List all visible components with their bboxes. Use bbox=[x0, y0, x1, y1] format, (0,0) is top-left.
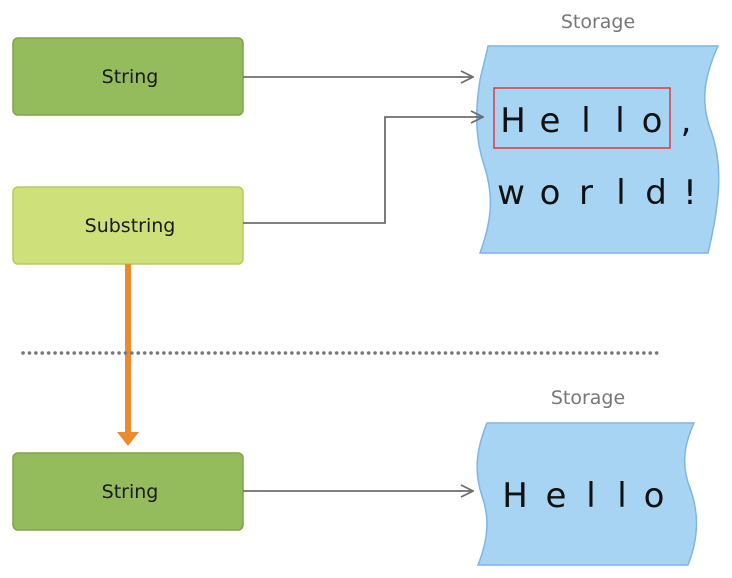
storage-char: e bbox=[540, 101, 561, 141]
bottom-string-label: String bbox=[102, 481, 159, 503]
substring-range-highlight bbox=[493, 87, 671, 149]
bottom-storage-label: Storage bbox=[551, 387, 625, 409]
top-string-label: String bbox=[102, 66, 159, 88]
storage-char: o bbox=[644, 476, 665, 516]
storage-char: e bbox=[546, 476, 567, 516]
storage-char: w bbox=[497, 173, 525, 213]
copy-arrow-head bbox=[117, 432, 139, 446]
substring-label: Substring bbox=[85, 215, 176, 237]
substring-to-storage-arrow bbox=[243, 117, 483, 224]
storage-char: o bbox=[540, 173, 561, 213]
storage-char: r bbox=[579, 173, 593, 213]
top-storage-block bbox=[476, 45, 720, 254]
top-storage-line-2: w o r l d ! bbox=[497, 173, 697, 213]
storage-char: o bbox=[642, 101, 663, 141]
storage-char: l bbox=[616, 173, 625, 213]
storage-char: l bbox=[581, 101, 590, 141]
storage-char: l bbox=[615, 101, 624, 141]
storage-char: , bbox=[681, 101, 692, 141]
storage-char: l bbox=[617, 476, 626, 516]
storage-char: H bbox=[500, 101, 526, 141]
top-storage-label: Storage bbox=[561, 11, 635, 33]
bottom-storage-line-1: H e l l o bbox=[502, 476, 664, 516]
storage-char: d bbox=[645, 173, 667, 213]
storage-char: H bbox=[502, 476, 528, 516]
storage-char: l bbox=[586, 476, 595, 516]
top-storage-line-1: H e l l o , bbox=[500, 101, 691, 141]
storage-char: ! bbox=[683, 173, 697, 213]
bottom-storage-block bbox=[476, 422, 698, 566]
